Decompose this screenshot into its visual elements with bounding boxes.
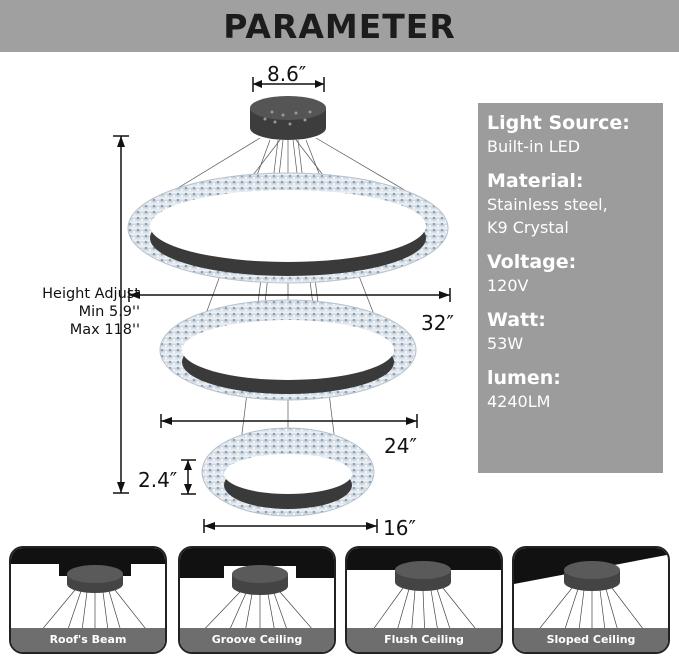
spec-label: Material: — [487, 170, 584, 192]
ring-medium-dimension — [160, 414, 418, 428]
canopy — [250, 96, 326, 140]
ceiling-caption: Sloped Ceiling — [514, 628, 668, 652]
spec-panel: Light Source: Built-in LED Material: Sta… — [478, 103, 663, 473]
sloped-ceiling-icon — [514, 548, 668, 639]
height-adjust-title: Height Adjust — [42, 286, 140, 302]
spec-label: Watt: — [487, 309, 546, 331]
ceiling-caption: Flush Ceiling — [347, 628, 501, 652]
spec-label: Voltage: — [487, 251, 577, 273]
ceiling-card-roofs-beam: Roof's Beam — [9, 546, 167, 654]
canopy-diameter-label: 8.6″ — [267, 62, 307, 86]
ring-small — [201, 427, 375, 517]
height-dimension — [113, 135, 129, 494]
title-bar: PARAMETER — [0, 0, 679, 52]
ring-medium — [159, 299, 417, 401]
ceiling-caption: Roof's Beam — [11, 628, 165, 652]
roofs-beam-icon — [11, 548, 165, 639]
spec-value: Stainless steel, — [487, 195, 608, 214]
ceiling-card-groove: Groove Ceiling — [178, 546, 336, 654]
spec-value: Built-in LED — [487, 137, 581, 156]
ring-small-label: 16″ — [383, 516, 416, 540]
spec-light-source: Light Source: Built-in LED — [487, 111, 663, 158]
chandelier-diagram — [113, 77, 451, 533]
spec-voltage: Voltage: 120V — [487, 250, 663, 297]
ring-thickness-label: 2.4″ — [138, 468, 178, 492]
ring-thickness-dimension — [181, 459, 196, 495]
spec-label: lumen: — [487, 367, 561, 389]
ring-medium-label: 24″ — [384, 434, 417, 458]
ceiling-card-flush: Flush Ceiling — [345, 546, 503, 654]
flush-ceiling-icon — [347, 548, 501, 639]
page-title: PARAMETER — [223, 6, 456, 46]
ring-large-label: 32″ — [421, 311, 454, 335]
height-adjust-label: Height Adjust Min 5.9'' Max 118'' — [2, 285, 140, 339]
ceiling-types: Roof's Beam Groove Ceiling — [0, 546, 679, 656]
spec-lumen: lumen: 4240LM — [487, 366, 663, 413]
spec-value: 4240LM — [487, 392, 551, 411]
spec-material: Material: Stainless steel, K9 Crystal — [487, 169, 663, 239]
ring-small-dimension — [203, 519, 378, 533]
ring-large-dimension — [128, 288, 451, 302]
ring-large — [127, 172, 449, 284]
height-adjust-max: Max 118'' — [69, 322, 140, 338]
spec-value: K9 Crystal — [487, 218, 569, 237]
groove-ceiling-icon — [180, 548, 334, 639]
height-adjust-min: Min 5.9'' — [78, 304, 140, 320]
spec-watt: Watt: 53W — [487, 308, 663, 355]
ceiling-caption: Groove Ceiling — [180, 628, 334, 652]
ceiling-card-sloped: Sloped Ceiling — [512, 546, 670, 654]
spec-value: 53W — [487, 334, 524, 353]
canopy-dimension — [252, 77, 325, 92]
spec-value: 120V — [487, 276, 529, 295]
spec-label: Light Source: — [487, 112, 630, 134]
